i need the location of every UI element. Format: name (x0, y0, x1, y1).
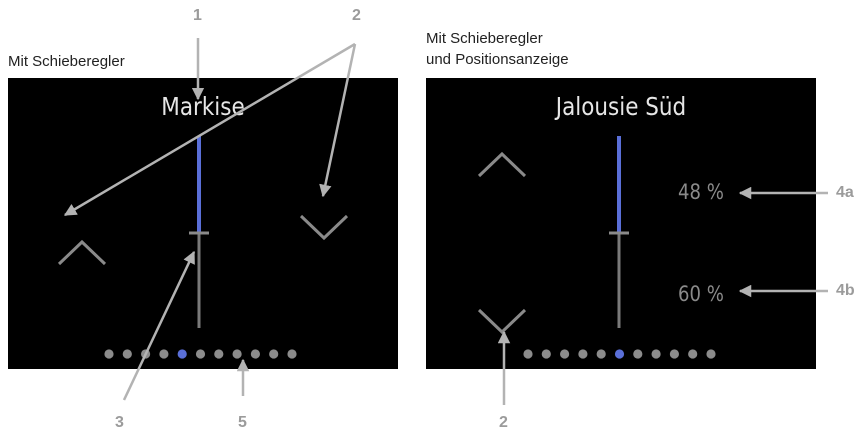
callout-3-arrow (122, 250, 196, 401)
page-dot[interactable] (706, 349, 716, 359)
right-screen-graphics (477, 136, 716, 359)
page-dot[interactable] (159, 349, 169, 359)
page-dot[interactable] (596, 349, 606, 359)
chevron-down-icon[interactable] (299, 214, 349, 241)
page-dot[interactable] (122, 349, 132, 359)
page-indicator-dots (104, 349, 297, 359)
callout-2-bottom: 2 (499, 414, 508, 431)
left-screen-graphics (57, 136, 349, 359)
page-dot[interactable] (214, 349, 224, 359)
page-dot-active[interactable] (177, 349, 187, 359)
page-dot[interactable] (578, 349, 588, 359)
page-dot[interactable] (195, 349, 206, 359)
callout-1: 1 (193, 7, 202, 24)
callout-3: 3 (115, 414, 124, 431)
callout-2-arrow-left (63, 42, 356, 217)
page-dot[interactable] (688, 349, 698, 359)
page-dot[interactable] (541, 349, 551, 359)
page-dot[interactable] (104, 349, 114, 359)
page-dot[interactable] (633, 349, 643, 359)
page-dot-active[interactable] (614, 349, 625, 359)
page-dot[interactable] (250, 349, 260, 359)
right-caption-line2: und Positionsanzeige (426, 51, 569, 68)
callout-4a: 4a (836, 184, 854, 201)
page-dot[interactable] (560, 349, 570, 359)
left-display-screen: Markise (8, 78, 398, 369)
page-dot[interactable] (651, 349, 661, 359)
left-caption: Mit Schieberegler (8, 53, 125, 70)
chevron-up-icon[interactable] (477, 151, 527, 178)
page-indicator-dots (523, 349, 716, 359)
position-value-a: 48 % (678, 180, 724, 204)
chevron-up-icon[interactable] (57, 239, 107, 266)
page-dot[interactable] (232, 349, 242, 359)
position-value-b: 60 % (678, 282, 724, 306)
right-caption-line1: Mit Schieberegler (426, 30, 543, 47)
callout-4b: 4b (836, 282, 855, 299)
page-dot[interactable] (287, 349, 297, 359)
page-dot[interactable] (269, 349, 279, 359)
page-dot[interactable] (523, 349, 533, 359)
page-dot[interactable] (669, 349, 679, 359)
callout-2-top: 2 (352, 7, 361, 24)
callout-5: 5 (238, 414, 247, 431)
right-screen-title: Jalousie Süd (555, 92, 687, 121)
callout-2-arrow-right (319, 43, 357, 198)
right-display-screen: Jalousie Süd 48 % 60 % (426, 78, 816, 369)
